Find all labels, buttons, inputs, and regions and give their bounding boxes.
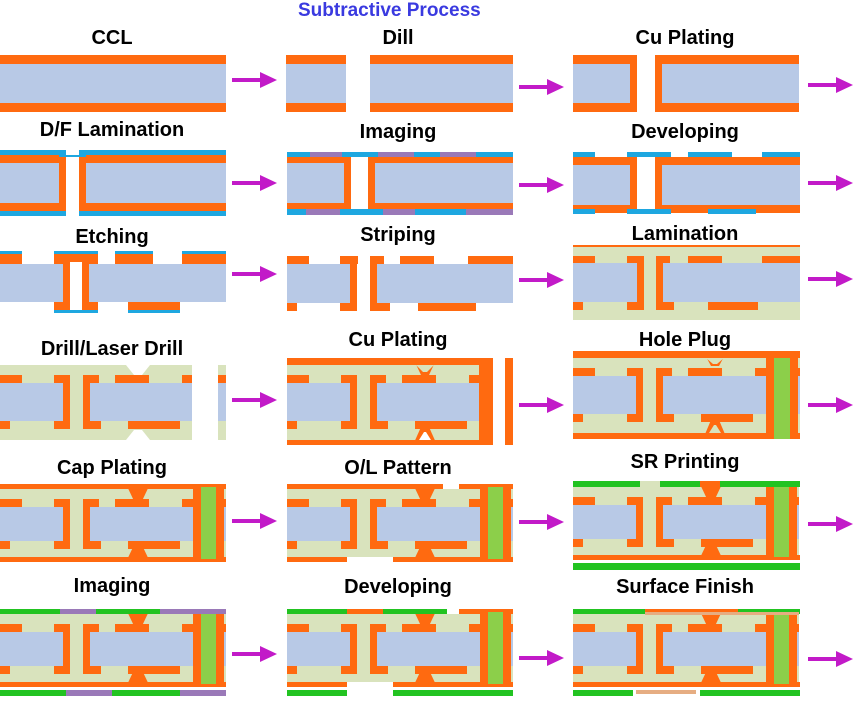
process-arrow [519,272,564,288]
step-title-developing: Developing [631,121,739,143]
process-arrow [519,177,564,193]
step-title-imaging: Imaging [359,121,437,143]
process-arrow [232,646,277,662]
step-title-drill-laser-drill: Drill/Laser Drill [40,338,184,360]
process-arrow [232,513,277,529]
process-arrow [519,650,564,666]
process-arrow [232,72,277,88]
process-arrow [519,397,564,413]
step-title-etching: Etching [75,226,149,248]
step-title-developing-2: Developing [344,576,452,598]
process-arrow [808,516,853,532]
step-title-striping: Striping [360,224,436,246]
step-title-imaging-2: Imaging [73,575,151,597]
process-arrow [808,271,853,287]
process-arrow [808,175,853,191]
process-arrow [808,77,853,93]
process-arrow [232,175,277,191]
step-title-sr-printing: SR Printing [630,451,740,473]
process-arrow [808,651,853,667]
step-title-ccl: CCL [91,27,133,49]
process-arrow [519,79,564,95]
step-title-cap-plating: Cap Plating [56,457,167,479]
step-title-hole-plug: Hole Plug [638,329,732,351]
process-arrow [808,397,853,413]
step-title-cu-plating-2: Cu Plating [348,329,448,351]
step-title-lamination: Lamination [631,223,739,245]
process-arrow [232,392,277,408]
process-arrow [232,266,277,282]
step-title-surface-finish: Surface Finish [616,576,754,598]
step-title-dill: Dill [382,27,414,49]
diagram-title: Subtractive Process [298,0,481,21]
step-title-df-lamination: D/F Lamination [39,119,185,141]
step-title-ol-pattern: O/L Pattern [344,457,452,479]
step-title-cu-plating: Cu Plating [635,27,735,49]
process-arrow [519,514,564,530]
